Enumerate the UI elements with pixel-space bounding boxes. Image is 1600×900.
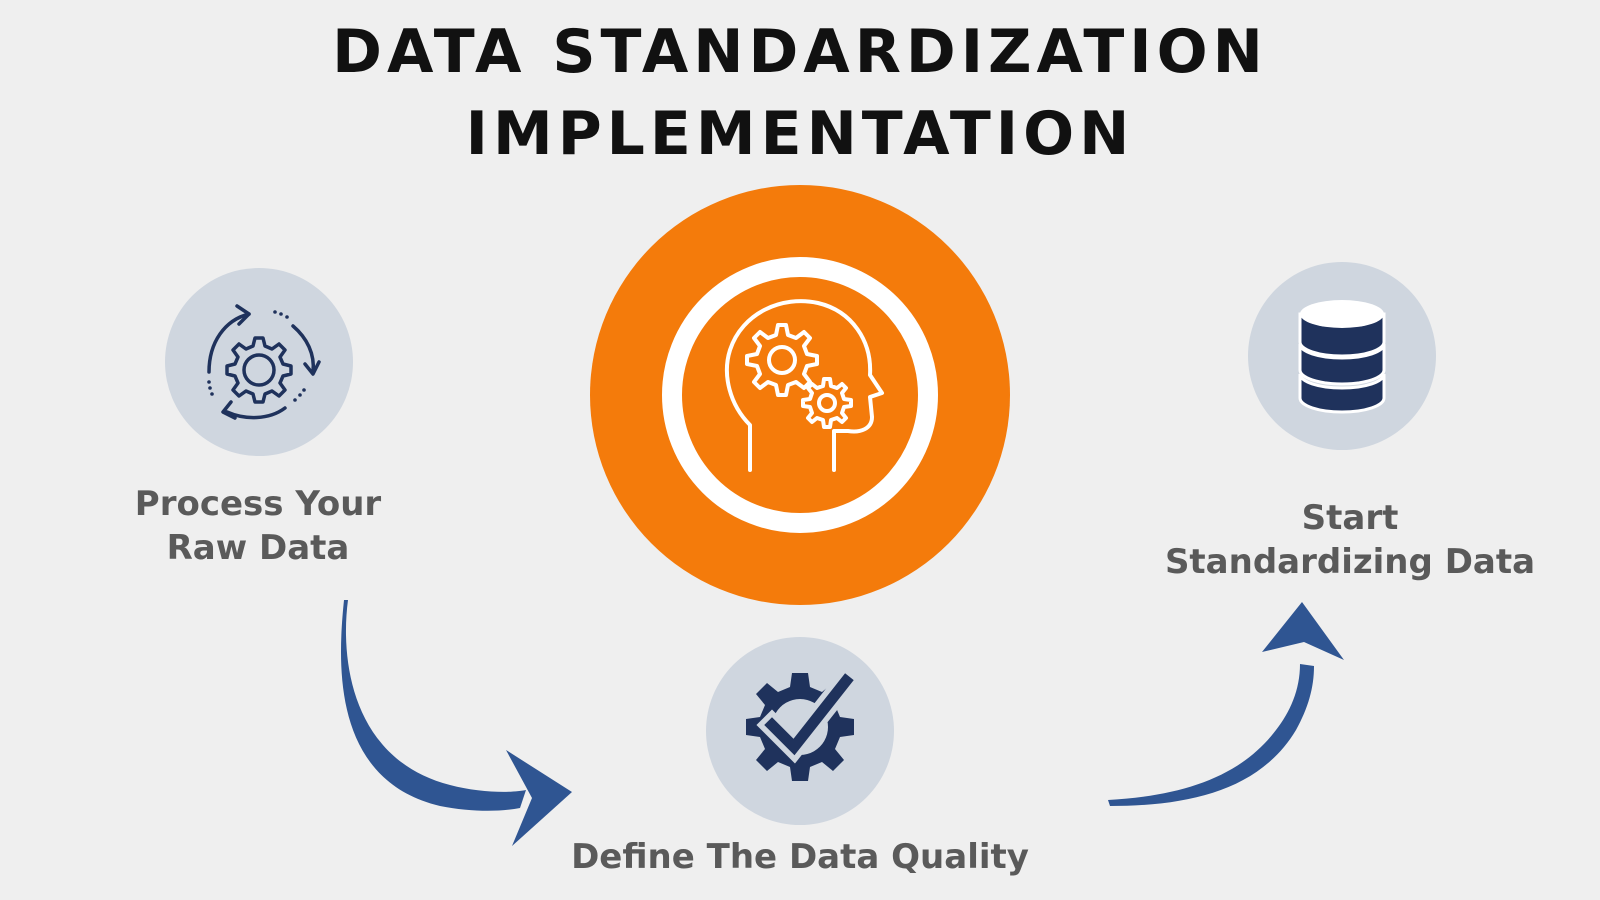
step-3-icon-circle bbox=[1248, 262, 1436, 450]
gear-check-icon bbox=[746, 665, 862, 781]
step-2-label-line-1: Define The Data Quality bbox=[571, 837, 1029, 877]
step-2-label: Define The Data Quality bbox=[500, 835, 1100, 879]
database-icon bbox=[1298, 300, 1386, 414]
step-1-label-line-2: Raw Data bbox=[166, 528, 350, 568]
center-badge bbox=[590, 185, 1010, 605]
step-1-label: Process Your Raw Data bbox=[98, 482, 418, 570]
step-3-label-line-1: Start bbox=[1301, 498, 1399, 538]
step-3-label-line-2: Standardizing Data bbox=[1164, 542, 1536, 582]
step-1-label-line-1: Process Your bbox=[134, 484, 382, 524]
step-2-icon-circle bbox=[706, 637, 894, 825]
cycle-gear-icon bbox=[207, 304, 321, 420]
page-title-line-1: DATA STANDARDIZATION bbox=[332, 17, 1268, 87]
step-3-label: Start Standardizing Data bbox=[1140, 496, 1560, 584]
head-gears-icon bbox=[662, 257, 938, 533]
step-1-icon-circle bbox=[165, 268, 353, 456]
page-title-line-2: IMPLEMENTATION bbox=[465, 99, 1135, 169]
